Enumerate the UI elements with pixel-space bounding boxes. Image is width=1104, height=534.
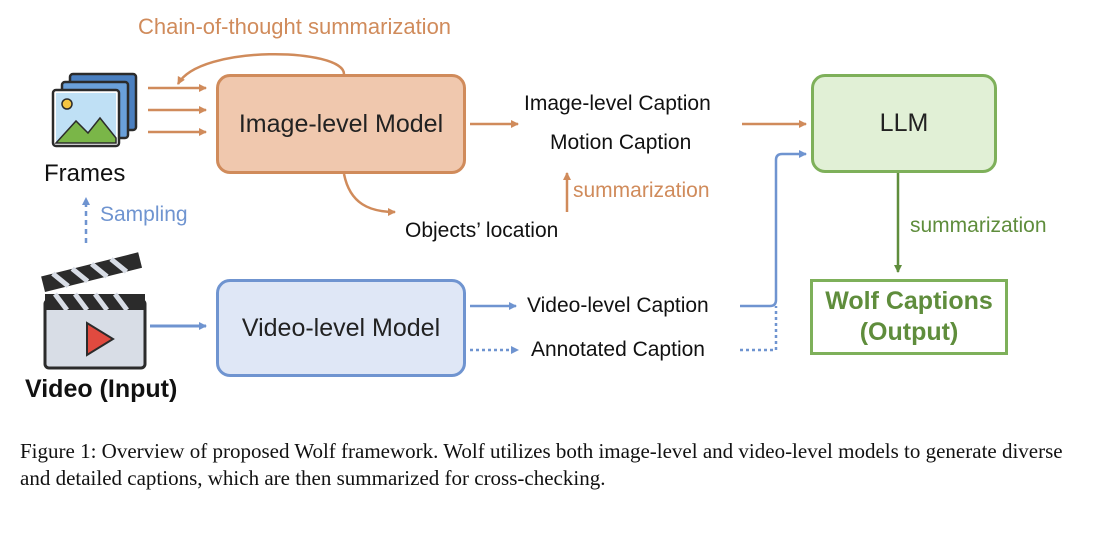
annotated-caption-label: Annotated Caption [531,338,705,361]
image-level-model-label: Image-level Model [238,109,444,138]
output-line-2: (Output) [859,318,959,346]
summarization-right-label: summarization [910,214,1047,237]
image-model-to-objects-arrow [342,173,396,216]
wolf-captions-output-box: Wolf Captions (Output) [810,279,1008,355]
video-input-label: Video (Input) [25,375,178,403]
video-level-caption-label: Video-level Caption [527,294,709,317]
figure-caption: Figure 1: Overview of proposed Wolf fram… [20,439,1063,490]
output-line-1: Wolf Captions [825,287,993,315]
image-level-caption-label: Image-level Caption [524,92,711,115]
llm-label: LLM [879,109,929,137]
chain-of-thought-label: Chain-of-thought summarization [138,14,452,39]
video-level-model-box: Video-level Model [216,279,466,377]
image-level-model-box: Image-level Model [216,74,466,174]
frames-icon [51,72,138,148]
annotated-caption-connector [740,306,778,352]
video-level-model-label: Video-level Model [241,313,441,342]
objects-location-label: Objects’ location [405,219,559,242]
sampling-label: Sampling [100,203,188,226]
summarization-mid-label: summarization [573,179,710,202]
motion-caption-label: Motion Caption [550,131,692,154]
video-clapper-icon [41,252,147,370]
frames-label: Frames [44,160,126,187]
cot-loop-arrow [176,52,346,85]
llm-box: LLM [811,74,997,173]
video-caption-to-llm-arrow [740,150,807,308]
